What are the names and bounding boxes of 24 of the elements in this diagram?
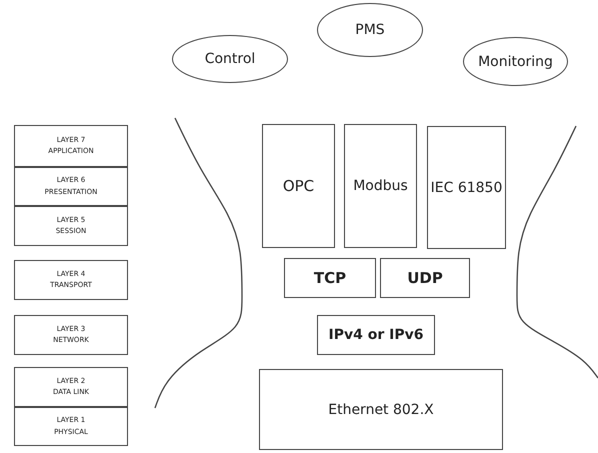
layer-box (14, 315, 128, 355)
node-label: PMS (355, 22, 385, 38)
node-label: Control (204, 51, 256, 67)
protocol-box (317, 315, 435, 355)
layer-box (14, 260, 128, 300)
node-label: IEC 61850 (430, 180, 502, 196)
node-label: IPv4 or IPv6 (328, 327, 424, 343)
protocol-box (427, 126, 506, 249)
layer-box (14, 367, 128, 407)
node-label: Ethernet 802.X (328, 402, 434, 418)
protocol-box (344, 124, 417, 248)
layer-box (14, 206, 128, 246)
node-label: TCP (314, 269, 346, 287)
layer-box (14, 125, 128, 167)
node-label: Monitoring (478, 54, 553, 70)
layer-box (14, 167, 128, 206)
protocol-box (262, 124, 335, 248)
node-label: UDP (407, 269, 443, 287)
node-label: Modbus (353, 178, 408, 194)
protocol-box (284, 258, 376, 298)
protocol-box (259, 369, 503, 450)
protocol-box (380, 258, 470, 298)
layer-box (14, 407, 128, 446)
node-label: OPC (282, 177, 314, 195)
